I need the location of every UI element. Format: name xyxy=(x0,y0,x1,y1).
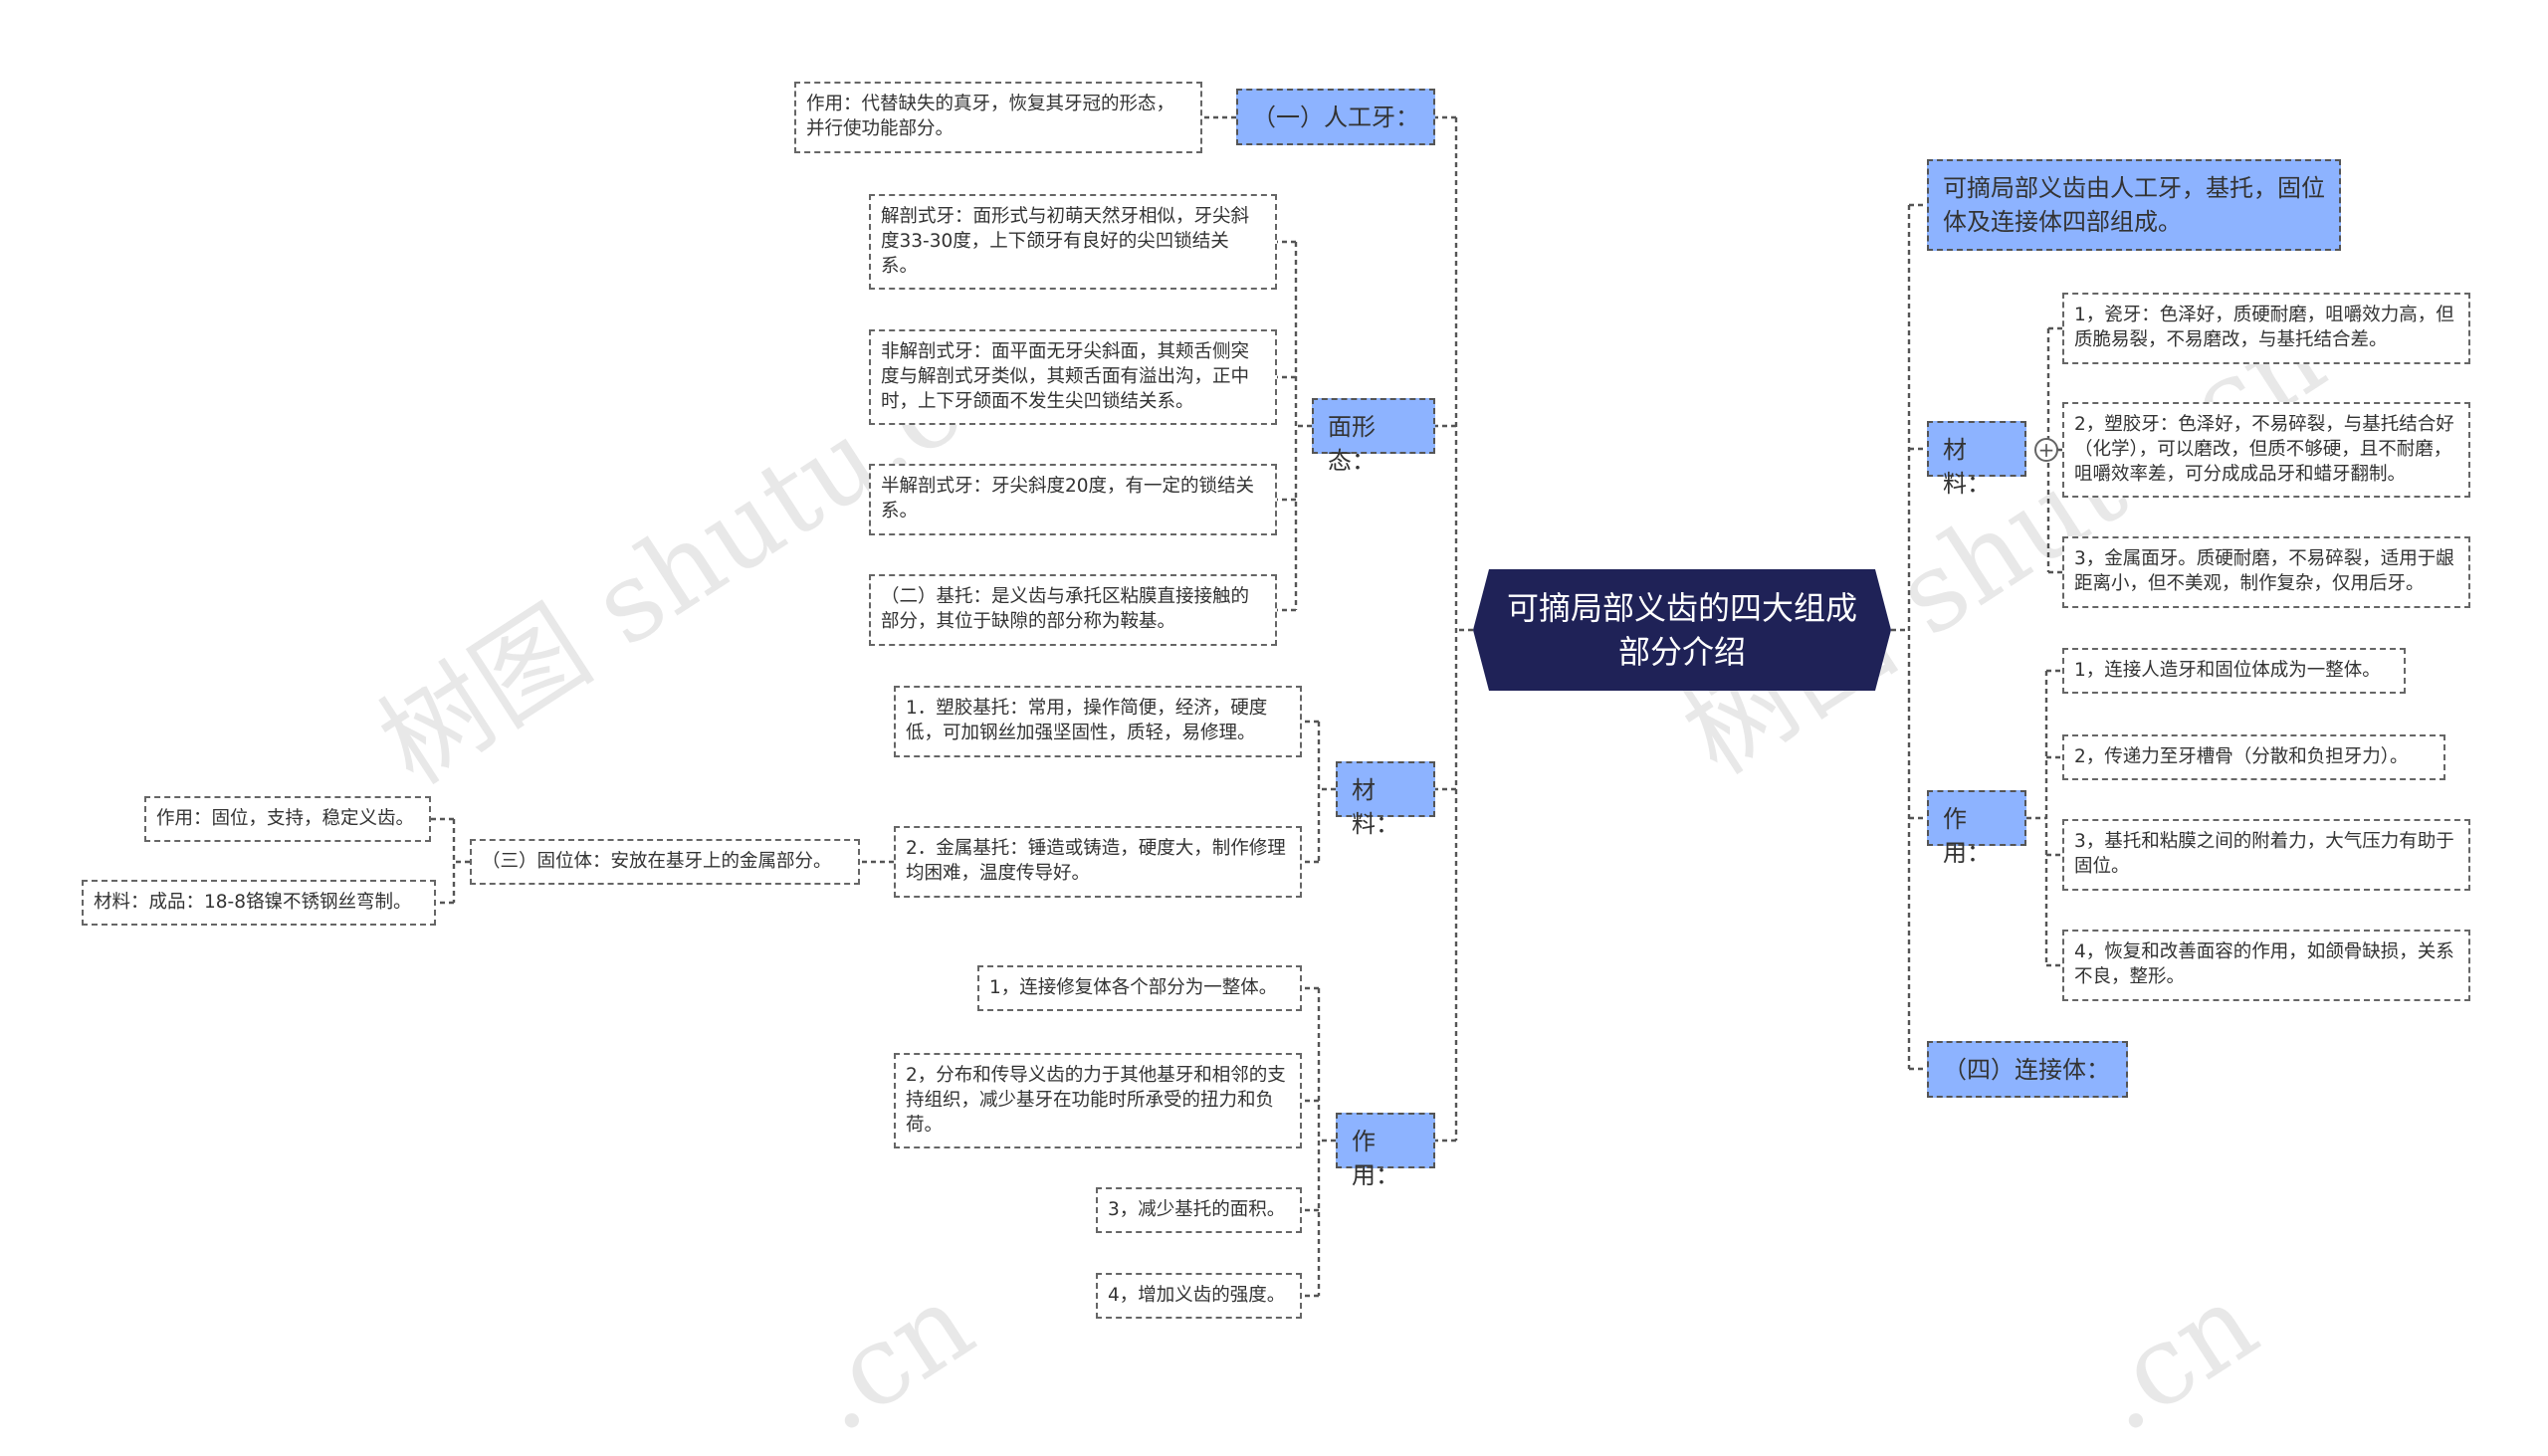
leaf-transmit-force[interactable]: 2，传递力至牙槽骨（分散和负担牙力）。 xyxy=(2062,734,2445,780)
leaf-restore-appearance[interactable]: 4，恢复和改善面容的作用，如颌骨缺损，关系不良，整形。 xyxy=(2062,930,2470,1001)
branch-left-function[interactable]: 作用： xyxy=(1336,1113,1435,1189)
branch-right-material[interactable]: 材料： xyxy=(1927,421,2026,498)
branch-connector[interactable]: （四）连接体： xyxy=(1927,1041,2128,1098)
root-topic[interactable]: 可摘局部义齿的四大组成部分介绍 xyxy=(1473,569,1891,691)
expand-icon[interactable]: + xyxy=(2034,438,2058,462)
branch-artificial-tooth[interactable]: （一）人工牙： xyxy=(1236,89,1435,145)
leaf-connect-artificial-tooth[interactable]: 1，连接人造牙和固位体成为一整体。 xyxy=(2062,648,2406,694)
leaf-base-plate[interactable]: （二）基托：是义齿与承托区粘膜直接接触的部分，其位于缺隙的部分称为鞍基。 xyxy=(869,574,1277,646)
branch-occlusal-form[interactable]: 面形态： xyxy=(1312,398,1435,475)
leaf-semi-anatomic-tooth[interactable]: 半解剖式牙：牙尖斜度20度，有一定的锁结关系。 xyxy=(869,464,1277,535)
leaf-reduce-base-area[interactable]: 3，减少基托的面积。 xyxy=(1096,1187,1302,1233)
leaf-porcelain-tooth[interactable]: 1，瓷牙：色泽好，质硬耐磨，咀嚼效力高，但质脆易裂，不易磨改，与基托结合差。 xyxy=(2062,293,2470,364)
leaf-metal-base[interactable]: 2．金属基托：锤造或铸造，硬度大，制作修理均困难，温度传导好。 xyxy=(894,826,1302,898)
connector-lines xyxy=(431,115,2062,1298)
leaf-retainer[interactable]: （三）固位体：安放在基牙上的金属部分。 xyxy=(470,839,860,885)
leaf-connect-prosthesis[interactable]: 1，连接修复体各个部分为一整体。 xyxy=(977,965,1302,1011)
branch-left-material[interactable]: 材料： xyxy=(1336,761,1435,838)
branch-summary[interactable]: 可摘局部义齿由人工牙，基托，固位体及连接体四部组成。 xyxy=(1927,159,2341,251)
leaf-metal-face-tooth[interactable]: 3，金属面牙。质硬耐磨，不易碎裂，适用于龈距离小，但不美观，制作复杂，仅用后牙。 xyxy=(2062,536,2470,608)
leaf-adhesion-retention[interactable]: 3，基托和粘膜之间的附着力，大气压力有助于固位。 xyxy=(2062,819,2470,891)
leaf-retainer-function[interactable]: 作用：固位，支持，稳定义齿。 xyxy=(144,796,431,842)
branch-right-function[interactable]: 作用： xyxy=(1927,790,2026,867)
leaf-retainer-material[interactable]: 材料：成品：18-8铬镍不锈钢丝弯制。 xyxy=(82,880,436,926)
leaf-artificial-tooth-function[interactable]: 作用：代替缺失的真牙，恢复其牙冠的形态，并行使功能部分。 xyxy=(794,82,1202,153)
mind-map-canvas: 树图 shutu.cn 树图 shutu.cn .cn .cn 可摘局部义齿的四… xyxy=(82,82,2470,1456)
leaf-non-anatomic-tooth[interactable]: 非解剖式牙：面平面无牙尖斜面，其颊舌侧突度与解剖式牙类似，其颊舌面有溢出沟，正中… xyxy=(869,329,1277,425)
leaf-distribute-force[interactable]: 2，分布和传导义齿的力于其他基牙和相邻的支持组织，减少基牙在功能时所承受的扭力和… xyxy=(894,1053,1302,1148)
leaf-increase-strength[interactable]: 4，增加义齿的强度。 xyxy=(1096,1273,1302,1319)
leaf-plastic-base[interactable]: 1．塑胶基托：常用，操作简便，经济，硬度低，可加钢丝加强坚固性，质轻，易修理。 xyxy=(894,686,1302,757)
leaf-anatomic-tooth[interactable]: 解剖式牙：面形式与初萌天然牙相似，牙尖斜度33-30度，上下颌牙有良好的尖凹锁结… xyxy=(869,194,1277,290)
leaf-plastic-tooth[interactable]: 2，塑胶牙：色泽好，不易碎裂，与基托结合好（化学），可以磨改，但质不够硬，且不耐… xyxy=(2062,402,2470,498)
